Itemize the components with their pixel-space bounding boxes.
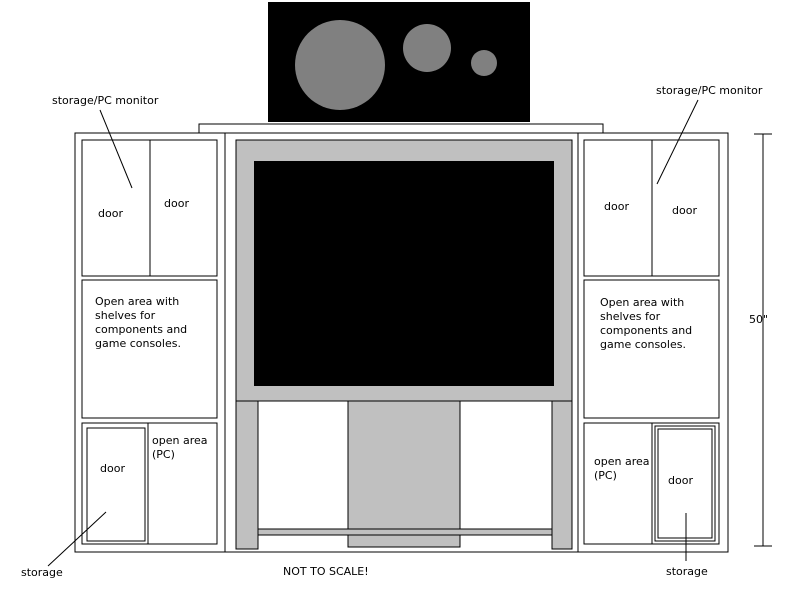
label-open-area-shelves-left: Open area with shelves for components an… bbox=[95, 295, 188, 350]
label-door-right-top-b: door bbox=[672, 204, 697, 217]
tv-stand-left-leg bbox=[235, 400, 259, 550]
label-door-left-top-a: door bbox=[98, 207, 123, 220]
tv-stand-center-column bbox=[347, 400, 461, 548]
left-shelf-area bbox=[81, 279, 218, 419]
left-lower-door bbox=[86, 427, 146, 542]
leader-storage-pc-monitor-right bbox=[656, 99, 699, 185]
right-shelf-area bbox=[583, 279, 720, 419]
label-open-area-pc-left: open area (PC) bbox=[152, 434, 208, 461]
right-lower-door-inner bbox=[657, 428, 713, 539]
label-not-to-scale: NOT TO SCALE! bbox=[283, 565, 369, 578]
label-open-area-shelves-right: Open area with shelves for components an… bbox=[600, 296, 693, 351]
speaker-tweeter bbox=[471, 50, 497, 76]
label-door-right-bottom: door bbox=[668, 474, 693, 487]
label-storage-right: storage bbox=[666, 565, 708, 578]
speaker-woofer bbox=[295, 20, 385, 110]
tv-screen bbox=[254, 161, 554, 386]
tv-stand-crossbar bbox=[257, 528, 553, 536]
leader-storage-left bbox=[47, 511, 107, 567]
tv-stand-right-leg bbox=[551, 400, 573, 550]
label-storage-pc-monitor-right: storage/PC monitor bbox=[656, 84, 763, 97]
leader-storage-pc-monitor-left bbox=[99, 109, 133, 189]
label-height-dimension: 50" bbox=[749, 313, 769, 326]
label-open-area-pc-right: open area (PC) bbox=[594, 455, 650, 482]
label-storage-pc-monitor-left: storage/PC monitor bbox=[52, 94, 159, 107]
label-door-left-top-b: door bbox=[164, 197, 189, 210]
speaker-midrange bbox=[403, 24, 451, 72]
label-storage-left: storage bbox=[21, 566, 63, 579]
label-door-right-top-a: door bbox=[604, 200, 629, 213]
label-door-left-bottom: door bbox=[100, 462, 125, 475]
